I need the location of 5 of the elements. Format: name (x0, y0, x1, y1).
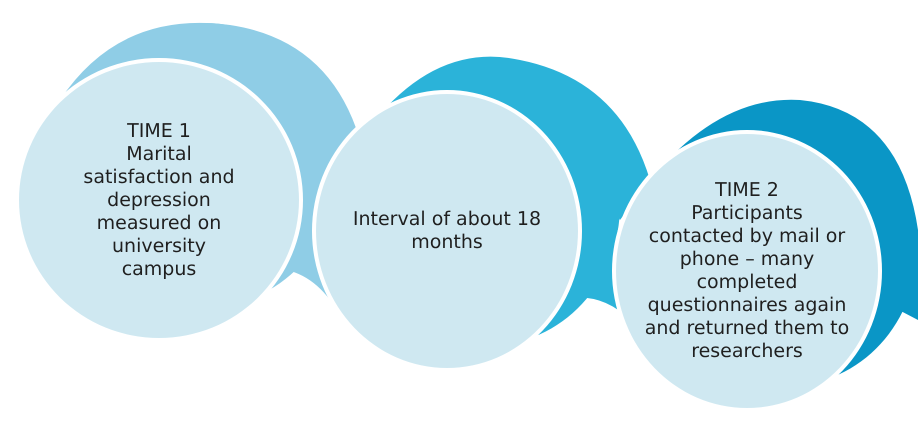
stage-description: Participants contacted by mail or phone – many completed questionnaires again and returned them to researchers (644, 202, 850, 363)
stage-heading: TIME 1 (127, 120, 191, 142)
stage-description: Interval of about 18 months (352, 208, 542, 254)
stage-description: Marital satisfaction and depression measured on university campus (82, 142, 236, 280)
stage-heading: TIME 2 (715, 179, 779, 202)
